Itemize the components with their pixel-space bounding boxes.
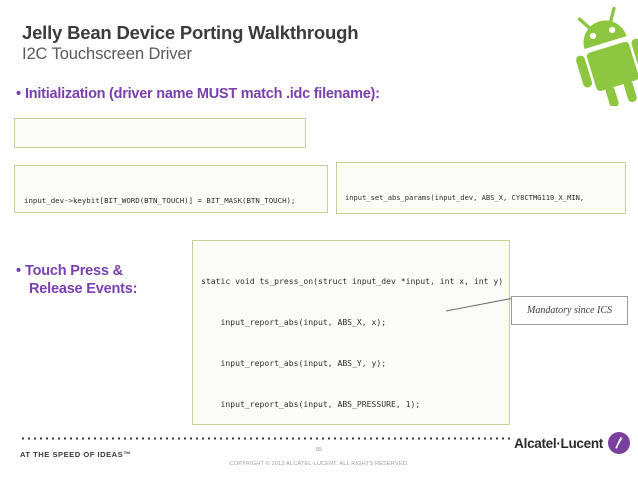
code-line: input_set_abs_params(input_dev, ABS_X, C… [345, 192, 585, 202]
code-block-abs-params: input_set_abs_params(input_dev, ABS_X, C… [336, 162, 626, 214]
footer-tagline: AT THE SPEED OF IDEAS™ [20, 450, 132, 459]
code-line: input_report_abs(input, ABS_Y, y); [201, 357, 387, 368]
alcatel-lucent-logo-icon [608, 432, 630, 454]
bullet-initialization-label: Initialization (driver name MUST match .… [25, 86, 380, 102]
brand-logo: Alcatel·Lucent [514, 432, 630, 454]
bullet-initialization: •Initialization (driver name MUST match … [16, 86, 380, 104]
code-line: static void ts_press_on(struct input_dev… [201, 276, 510, 287]
brand-name: Alcatel·Lucent [514, 435, 603, 451]
page-subtitle: I2C Touchscreen Driver [22, 45, 192, 63]
bullet-marker-icon: • [16, 263, 21, 279]
code-block-press-events: static void ts_press_on(struct input_dev… [192, 240, 510, 425]
callout-mandatory-since-ics: Mandatory since ICS [511, 296, 628, 325]
bullet-touch-label-line1: Touch Press & [25, 263, 123, 279]
footer-divider [20, 437, 510, 440]
callout-label: Mandatory since ICS [527, 305, 612, 316]
code-line: input_report_abs(input, ABS_PRESSURE, 1)… [201, 398, 421, 409]
android-robot-icon [574, 2, 638, 108]
bullet-touch-events: •Touch Press & Release Events: [16, 263, 191, 298]
page-number: 85 [315, 447, 323, 453]
code-block-driver-name: input_dev->name = CY8CTMG110_DRIVER_NAME… [14, 118, 306, 148]
page-title: Jelly Bean Device Porting Walkthrough [22, 22, 359, 43]
footer-copyright: COPYRIGHT © 2013 ALCATEL-LUCENT. ALL RIG… [229, 461, 409, 467]
code-line: input_report_abs(input, ABS_X, x); [201, 316, 387, 327]
code-line: input_dev->keybit[BIT_WORD(BTN_TOUCH)] =… [24, 196, 296, 206]
code-block-keybit: input_dev->keybit[BIT_WORD(BTN_TOUCH)] =… [14, 165, 328, 213]
bullet-touch-label-line2: Release Events: [29, 280, 138, 297]
bullet-marker-icon: • [16, 86, 21, 102]
